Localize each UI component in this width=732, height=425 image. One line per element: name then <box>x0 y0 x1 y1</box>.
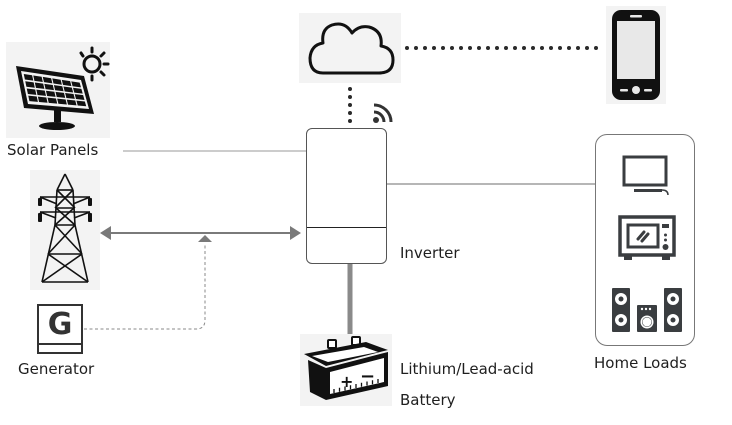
solar-cell <box>57 98 67 105</box>
battery-plus-sign: + <box>340 372 353 391</box>
solar-panels-node <box>6 42 110 138</box>
dot <box>576 46 580 50</box>
dot <box>594 46 598 50</box>
solar-cell <box>71 81 81 88</box>
dot <box>405 46 409 50</box>
inverter-divider <box>307 227 386 228</box>
dot <box>558 46 562 50</box>
battery-label-line2: Battery <box>400 391 456 409</box>
dot <box>423 46 427 50</box>
speakers-icon <box>612 288 682 332</box>
battery-label-line1: Lithium/Lead-acid <box>400 360 534 378</box>
dot <box>459 46 463 50</box>
solar-cell <box>52 78 62 85</box>
dot <box>432 46 436 50</box>
cloud-phone-dotted-line <box>405 46 598 50</box>
battery-icon: + − <box>304 336 388 400</box>
home-loads-box <box>595 134 695 346</box>
dot <box>531 46 535 50</box>
solar-panel-icon <box>16 46 110 130</box>
solar-cell <box>36 89 46 96</box>
dot <box>414 46 418 50</box>
solar-cell <box>28 95 38 102</box>
power-tower-icon <box>38 173 92 283</box>
dot <box>450 46 454 50</box>
dot <box>468 46 472 50</box>
solar-cell <box>25 81 35 88</box>
battery-node: + − <box>300 334 392 406</box>
cloud-icon <box>308 22 395 75</box>
solar-cell <box>42 76 53 84</box>
dot <box>522 46 526 50</box>
solar-cell <box>26 88 37 95</box>
solar-cell <box>55 91 66 98</box>
battery-minus-sign: − <box>360 366 375 387</box>
dot <box>441 46 445 50</box>
dot <box>513 46 517 50</box>
generator-glyph: G <box>39 306 81 345</box>
wifi-signal-icon <box>372 102 394 124</box>
generator-icon: G <box>37 304 83 354</box>
generator-arrow-head <box>198 235 212 242</box>
grid-node <box>30 170 100 290</box>
generator-label: Generator <box>18 360 95 378</box>
microwave-icon <box>618 215 676 260</box>
solar-cell <box>76 100 87 107</box>
dot <box>585 46 589 50</box>
dot <box>486 46 490 50</box>
solar-cell <box>47 97 58 104</box>
dot <box>540 46 544 50</box>
dot <box>549 46 553 50</box>
dot <box>495 46 499 50</box>
inverter-icon <box>306 128 387 264</box>
cloud-inverter-dotted-line <box>348 87 352 123</box>
arrow-left-head <box>100 226 111 240</box>
tv-icon <box>622 155 669 196</box>
generator-dashed-line <box>84 243 206 330</box>
cloud-node <box>299 13 401 83</box>
dot <box>504 46 508 50</box>
dot <box>567 46 571 50</box>
solar-panels-label: Solar Panels <box>7 141 99 159</box>
solar-cell <box>61 79 72 87</box>
solar-cell <box>63 86 74 93</box>
solar-cell <box>44 83 54 91</box>
solar-cell <box>74 94 85 100</box>
solar-cell <box>66 99 77 106</box>
inverter-label: Inverter <box>400 244 460 262</box>
solar-cell <box>23 73 34 81</box>
home-loads-label: Home Loads <box>594 354 687 372</box>
solar-cell <box>45 90 56 97</box>
solar-cell <box>33 75 43 83</box>
phone-node <box>606 6 666 104</box>
solar-cell <box>34 82 45 89</box>
solar-cell <box>65 93 75 99</box>
arrow-right-head <box>290 226 301 240</box>
smartphone-icon <box>612 10 660 100</box>
solar-cell <box>72 87 83 94</box>
dot <box>477 46 481 50</box>
solar-cell <box>37 96 48 103</box>
solar-cell <box>53 85 64 92</box>
